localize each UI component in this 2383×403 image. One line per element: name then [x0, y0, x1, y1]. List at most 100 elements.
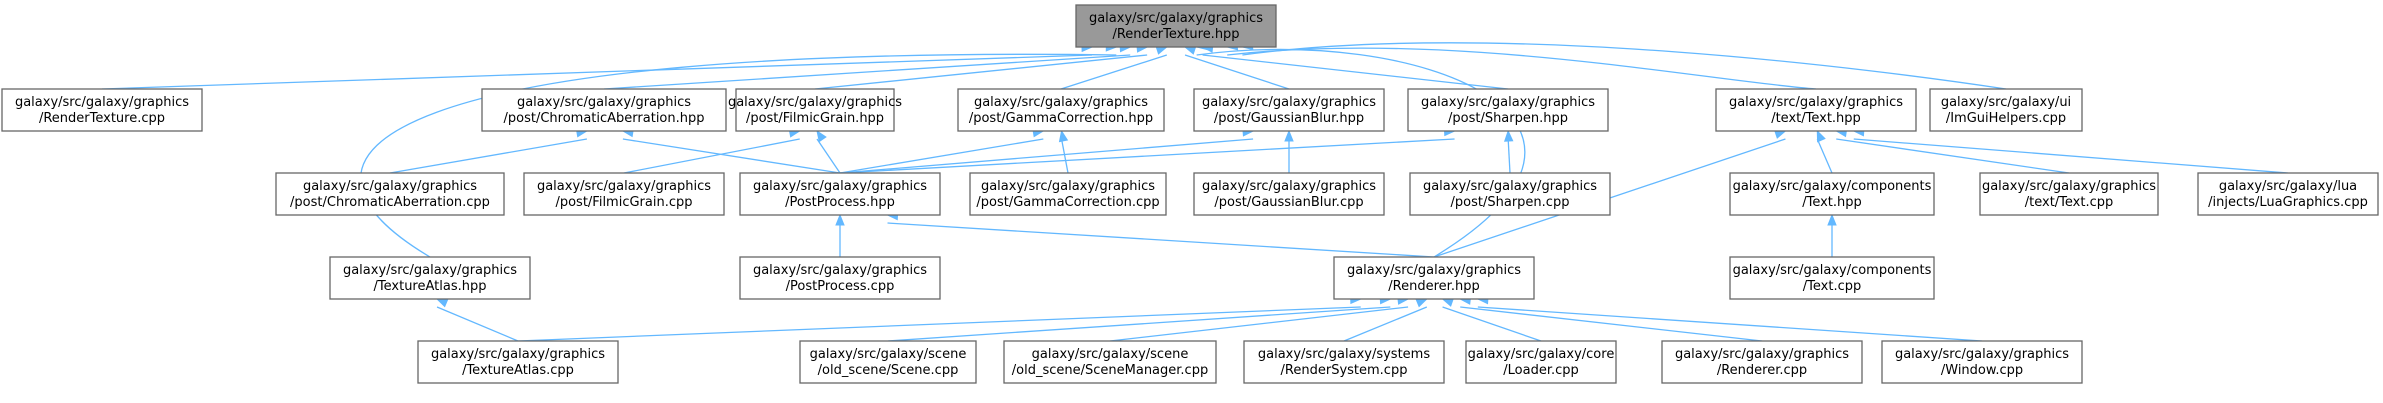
- node-box[interactable]: [1193, 88, 1385, 132]
- node-scenemanager-cpp[interactable]: galaxy/src/galaxy/scene/old_scene/SceneM…: [1003, 340, 1217, 384]
- edge-chromatic_cpp-to-chromatic_hpp: [389, 138, 587, 174]
- node-box[interactable]: [957, 88, 1165, 132]
- node-box[interactable]: [1929, 88, 2083, 132]
- node-rendersystem-cpp[interactable]: galaxy/src/galaxy/systems/RenderSystem.c…: [1243, 340, 1445, 384]
- node-label-line-2: /Loader.cpp: [1503, 363, 1579, 378]
- node-postprocess-hpp[interactable]: galaxy/src/galaxy/graphics/PostProcess.h…: [739, 172, 941, 216]
- node-box[interactable]: [1407, 88, 1609, 132]
- node-box[interactable]: [1333, 256, 1535, 300]
- node-label-line-2: /text/Text.hpp: [1771, 111, 1861, 126]
- node-box[interactable]: [739, 172, 941, 216]
- node-gaussian-cpp[interactable]: galaxy/src/galaxy/graphics/post/Gaussian…: [1193, 172, 1385, 216]
- node-label-line-1: galaxy/src/galaxy/graphics: [517, 95, 691, 110]
- node-chromatic-cpp[interactable]: galaxy/src/galaxy/graphics/post/Chromati…: [275, 172, 505, 216]
- node-box[interactable]: [1715, 88, 1917, 132]
- node-textureatlas-hpp[interactable]: galaxy/src/galaxy/graphics/TextureAtlas.…: [329, 256, 531, 300]
- node-box[interactable]: [1979, 172, 2159, 216]
- node-label-line-1: galaxy/src/galaxy/graphics: [753, 263, 927, 278]
- node-box[interactable]: [1243, 340, 1445, 384]
- node-label-line-1: galaxy/src/galaxy/graphics: [1089, 11, 1263, 26]
- edge-rendersystem_cpp-to-renderer_hpp: [1343, 306, 1428, 342]
- node-text-hpp[interactable]: galaxy/src/galaxy/graphics/text/Text.hpp: [1715, 88, 1917, 132]
- node-box[interactable]: [969, 172, 1167, 216]
- node-label-line-1: galaxy/src/galaxy/graphics: [1895, 347, 2069, 362]
- node-filmic-cpp[interactable]: galaxy/src/galaxy/graphics/post/FilmicGr…: [523, 172, 725, 216]
- node-label-line-2: /injects/LuaGraphics.cpp: [2208, 195, 2368, 210]
- edge-textureatlas_hpp-to-rendertexture_hpp: [360, 53, 1117, 258]
- edge-renderer_cpp-to-renderer_hpp: [1460, 306, 1763, 342]
- node-label-line-2: /RenderSystem.cpp: [1281, 363, 1408, 378]
- node-box[interactable]: [1193, 172, 1385, 216]
- node-window-cpp[interactable]: galaxy/src/galaxy/graphics/Window.cpp: [1881, 340, 2083, 384]
- edge-gamma_hpp-to-rendertexture_hpp: [1060, 54, 1167, 90]
- edge-textureatlas_cpp-to-renderer_hpp: [517, 306, 1361, 342]
- node-rendertexture-hpp[interactable]: galaxy/src/galaxy/graphics/RenderTexture…: [1075, 4, 1277, 48]
- node-filmic-hpp[interactable]: galaxy/src/galaxy/graphics/post/FilmicGr…: [728, 88, 902, 132]
- arrowhead: [835, 213, 845, 226]
- node-box[interactable]: [1, 88, 203, 132]
- edge-text_hpp-to-rendertexture_hpp: [1227, 47, 1817, 90]
- arrowhead: [1816, 129, 1826, 143]
- node-label-line-1: galaxy/src/galaxy/graphics: [1982, 179, 2156, 194]
- edge-scenemanager_cpp-to-renderer_hpp: [1109, 306, 1409, 342]
- node-box[interactable]: [799, 340, 977, 384]
- node-box[interactable]: [1409, 172, 1611, 216]
- node-imgui-cpp[interactable]: galaxy/src/galaxy/ui/ImGuiHelpers.cpp: [1929, 88, 2083, 132]
- node-gamma-hpp[interactable]: galaxy/src/galaxy/graphics/post/GammaCor…: [957, 88, 1165, 132]
- node-box[interactable]: [739, 256, 941, 300]
- node-label-line-2: /Renderer.hpp: [1388, 279, 1479, 294]
- node-label-line-1: galaxy/src/galaxy/scene: [810, 347, 967, 362]
- edge-postprocess_hpp-to-gaussian_hpp: [839, 138, 1254, 174]
- node-gaussian-hpp[interactable]: galaxy/src/galaxy/graphics/post/Gaussian…: [1193, 88, 1385, 132]
- arrowhead: [1415, 298, 1429, 308]
- node-box[interactable]: [1075, 4, 1277, 48]
- node-chromatic-hpp[interactable]: galaxy/src/galaxy/graphics/post/Chromati…: [481, 88, 727, 132]
- node-label-line-1: galaxy/src/galaxy/graphics: [343, 263, 517, 278]
- node-label-line-2: /Renderer.cpp: [1717, 363, 1807, 378]
- node-label-line-2: /RenderTexture.hpp: [1112, 27, 1239, 42]
- node-label-line-2: /post/ChromaticAberration.cpp: [290, 195, 490, 210]
- node-textureatlas-cpp[interactable]: galaxy/src/galaxy/graphics/TextureAtlas.…: [417, 340, 619, 384]
- node-luagraphics-cpp[interactable]: galaxy/src/galaxy/lua/injects/LuaGraphic…: [2197, 172, 2379, 216]
- node-loader-cpp[interactable]: galaxy/src/galaxy/core/Loader.cpp: [1465, 340, 1617, 384]
- node-box[interactable]: [735, 88, 895, 132]
- node-components-text-cpp[interactable]: galaxy/src/galaxy/components/Text.cpp: [1729, 256, 1935, 300]
- node-label-line-2: /post/ChromaticAberration.hpp: [504, 111, 705, 126]
- node-gamma-cpp[interactable]: galaxy/src/galaxy/graphics/post/GammaCor…: [969, 172, 1167, 216]
- node-renderer-cpp[interactable]: galaxy/src/galaxy/graphics/Renderer.cpp: [1661, 340, 1863, 384]
- node-box[interactable]: [1003, 340, 1217, 384]
- node-scene-cpp[interactable]: galaxy/src/galaxy/scene/old_scene/Scene.…: [799, 340, 977, 384]
- node-box[interactable]: [417, 340, 619, 384]
- arrowhead: [816, 129, 827, 143]
- edge-loader_cpp-to-renderer_hpp: [1442, 306, 1542, 342]
- edge-postprocess_hpp-to-filmic_hpp: [816, 138, 841, 174]
- node-box[interactable]: [1729, 172, 1935, 216]
- node-postprocess-cpp[interactable]: galaxy/src/galaxy/graphics/PostProcess.c…: [739, 256, 941, 300]
- node-label-line-1: galaxy/src/galaxy/graphics: [537, 179, 711, 194]
- node-box[interactable]: [1881, 340, 2083, 384]
- node-text-cpp[interactable]: galaxy/src/galaxy/graphics/text/Text.cpp: [1979, 172, 2159, 216]
- node-rendertexture-cpp[interactable]: galaxy/src/galaxy/graphics/RenderTexture…: [1, 88, 203, 132]
- node-box[interactable]: [1661, 340, 1863, 384]
- node-label-line-2: /post/GaussianBlur.hpp: [1214, 111, 1364, 126]
- node-box[interactable]: [523, 172, 725, 216]
- node-box[interactable]: [275, 172, 505, 216]
- node-components-text-hpp[interactable]: galaxy/src/galaxy/components/Text.hpp: [1729, 172, 1935, 216]
- node-box[interactable]: [481, 88, 727, 132]
- node-renderer-hpp[interactable]: galaxy/src/galaxy/graphics/Renderer.hpp: [1333, 256, 1535, 300]
- node-label-line-1: galaxy/src/galaxy/graphics: [974, 95, 1148, 110]
- node-box[interactable]: [1729, 256, 1935, 300]
- node-label-line-1: galaxy/src/galaxy/graphics: [303, 179, 477, 194]
- node-label-line-2: /TextureAtlas.cpp: [462, 363, 574, 378]
- node-box[interactable]: [1465, 340, 1617, 384]
- node-label-line-2: /post/Sharpen.cpp: [1451, 195, 1570, 210]
- node-label-line-2: /old_scene/Scene.cpp: [818, 363, 959, 378]
- node-box[interactable]: [2197, 172, 2379, 216]
- edge-scene_cpp-to-renderer_hpp: [887, 306, 1391, 342]
- node-label-line-2: /ImGuiHelpers.cpp: [1946, 111, 2066, 126]
- edge-components_text_hpp-to-text_hpp: [1816, 138, 1833, 174]
- node-label-line-1: galaxy/src/galaxy/graphics: [1423, 179, 1597, 194]
- node-sharpen-cpp[interactable]: galaxy/src/galaxy/graphics/post/Sharpen.…: [1409, 172, 1611, 216]
- node-box[interactable]: [329, 256, 531, 300]
- node-sharpen-hpp[interactable]: galaxy/src/galaxy/graphics/post/Sharpen.…: [1407, 88, 1609, 132]
